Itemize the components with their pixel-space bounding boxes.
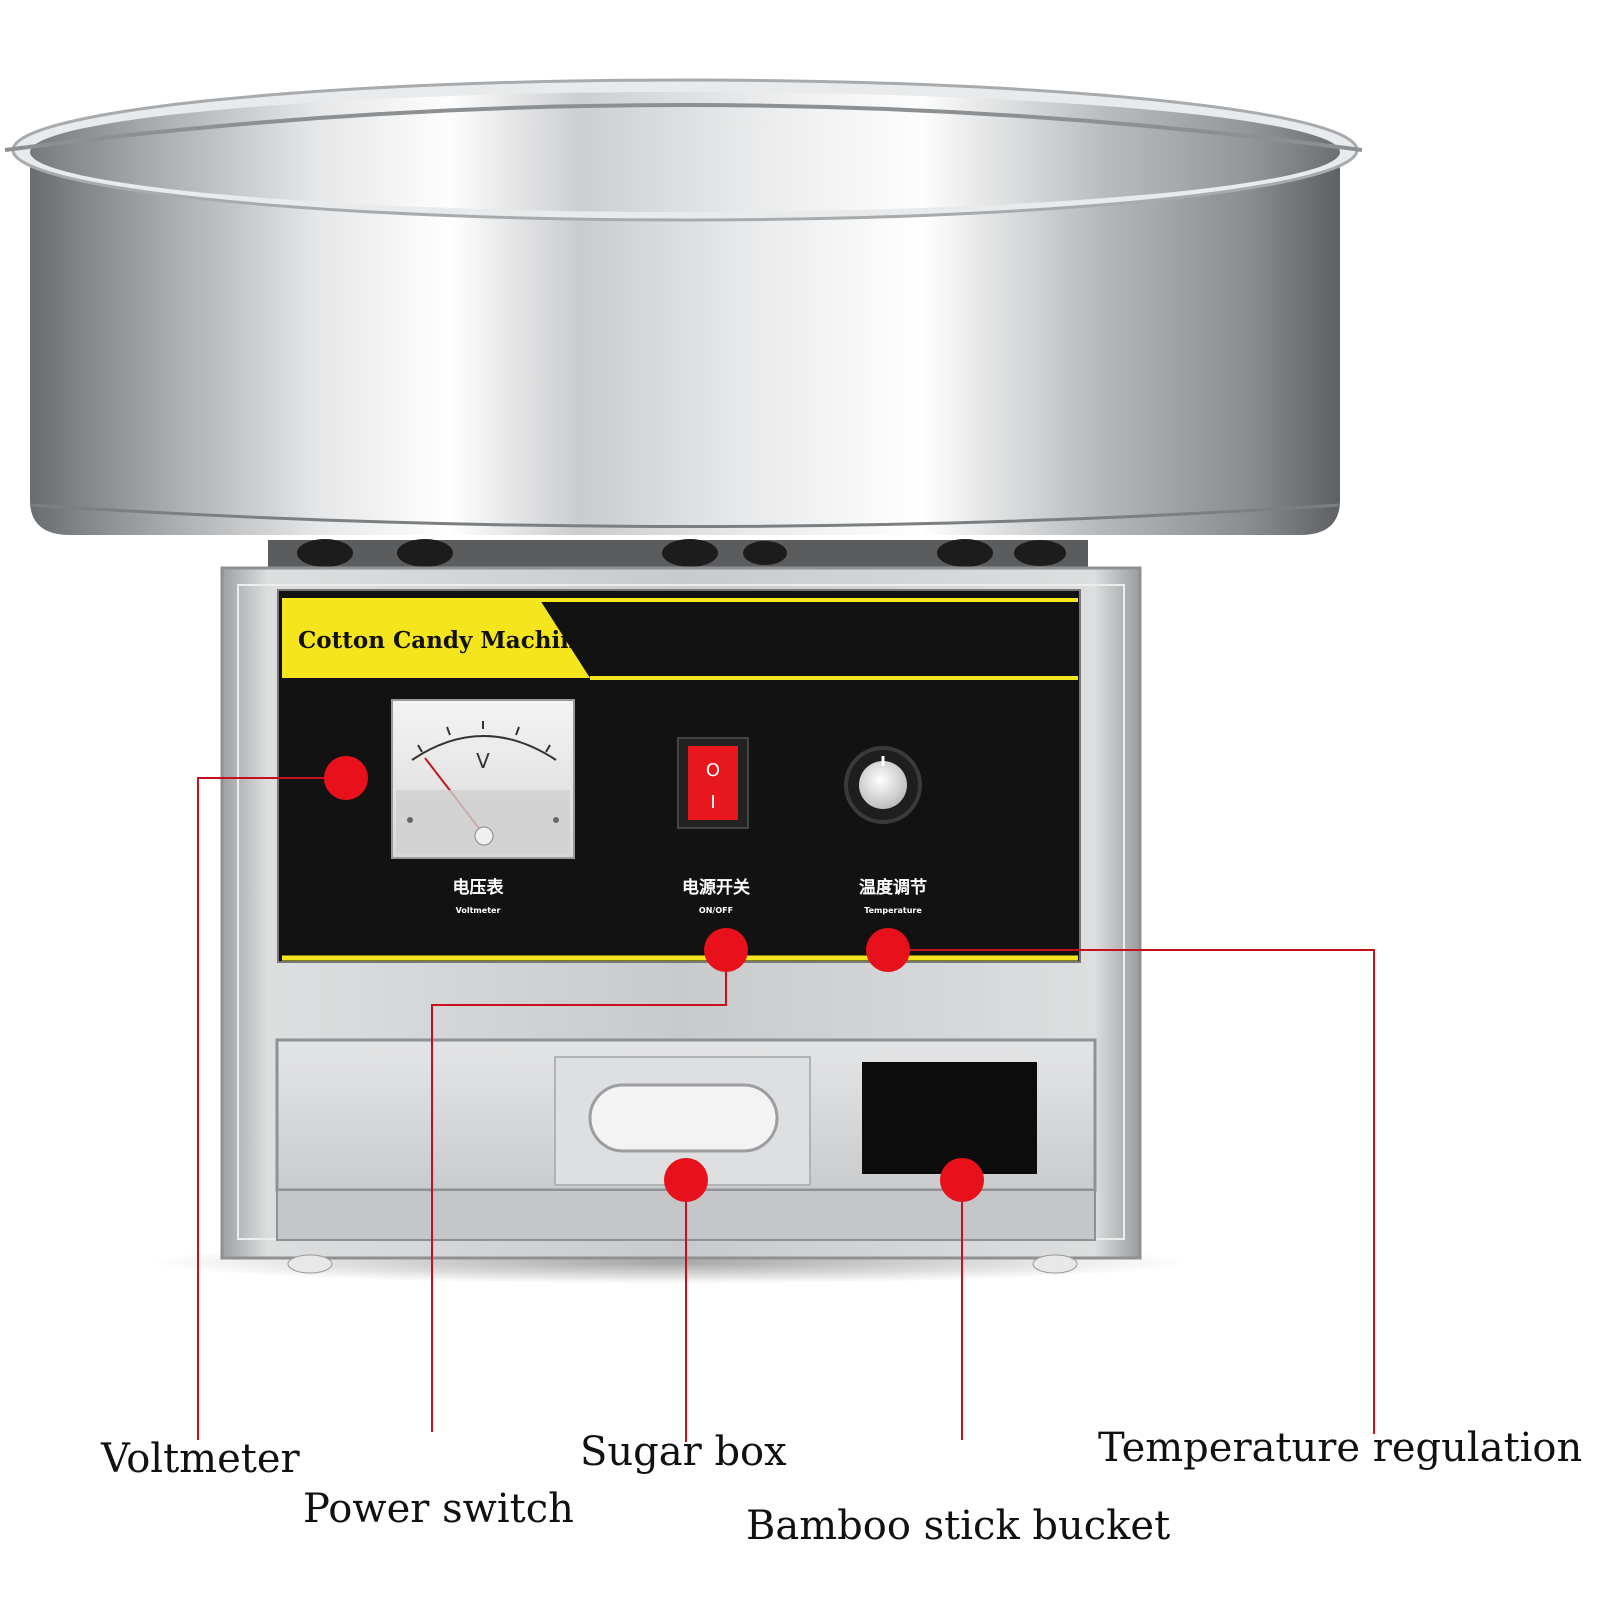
leader-line-temperature-regulation [888, 949, 1375, 1434]
sugar-drawer [275, 1038, 1097, 1241]
callout-power-switch: Power switch [303, 1486, 574, 1532]
marker-voltmeter [324, 756, 368, 800]
voltmeter-dial-symbol: V [476, 749, 490, 773]
drawer-handle [588, 1083, 779, 1153]
marker-dots [324, 756, 984, 1202]
marker-power-switch [704, 928, 748, 972]
voltmeter-en-label: Voltmeter [456, 906, 501, 915]
callout-bamboo-stick-bucket: Bamboo stick bucket [746, 1503, 1171, 1549]
leader-line-voltmeter [197, 777, 346, 1440]
spinning-bowl [4, 78, 1363, 535]
brand-label: Cotton Candy Machine [298, 627, 592, 654]
voltmeter-gauge: V [391, 699, 575, 859]
power-switch-rocker: O I [677, 737, 749, 829]
callout-sugar-box: Sugar box [580, 1429, 787, 1475]
leader-lines [197, 777, 1375, 1442]
callout-temperature-regulation: Temperature regulation [1098, 1425, 1583, 1471]
marker-temperature-regulation [866, 928, 910, 972]
stick-bucket-opening [862, 1062, 1037, 1174]
power-switch-en-label: ON/OFF [699, 906, 733, 915]
temperature-en-label: Temperature [864, 906, 922, 915]
temperature-zh-label: 温度调节 [859, 877, 927, 898]
leader-line-power-switch [431, 950, 727, 1432]
switch-on-symbol: I [710, 792, 715, 813]
switch-off-symbol: O [706, 760, 720, 781]
brand-banner [282, 600, 590, 678]
power-switch-zh-label: 电源开关 [682, 877, 750, 898]
control-panel: Cotton Candy Machine V O I [277, 589, 1081, 963]
bowl-clamps [268, 539, 1088, 568]
callout-voltmeter: Voltmeter [101, 1436, 300, 1482]
temperature-knob [844, 746, 922, 824]
marker-sugar-box [664, 1158, 708, 1202]
voltmeter-zh-label: 电压表 [453, 877, 505, 898]
marker-bamboo-stick-bucket [940, 1158, 984, 1202]
